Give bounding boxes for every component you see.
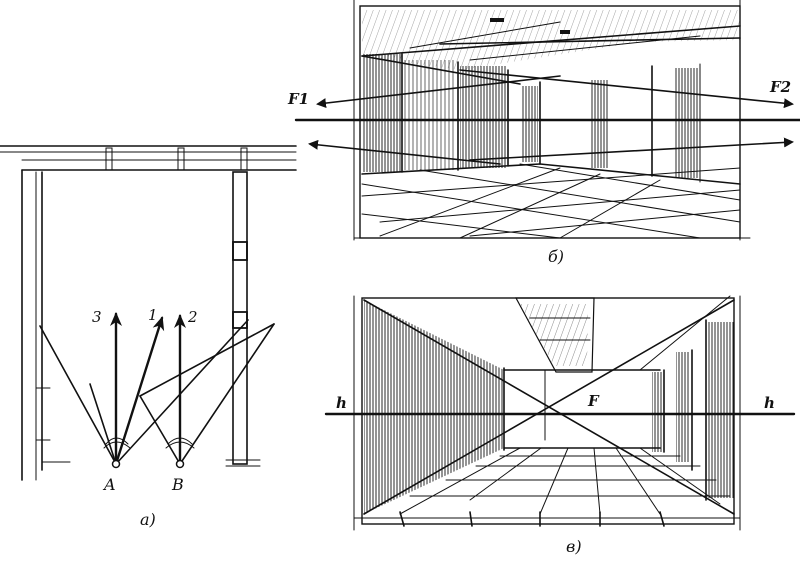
panel-b-perspective: F1 F2 б) bbox=[287, 0, 800, 266]
panel-a-plan: 3 1 2 A B а) bbox=[0, 145, 297, 529]
panel-c-perspective: h h F в) bbox=[324, 295, 796, 556]
arrow-label-2: 2 bbox=[187, 308, 198, 326]
arrow-label-1: 1 bbox=[148, 306, 158, 324]
point-label-b: B bbox=[171, 475, 184, 494]
vanishing-label-f2: F2 bbox=[769, 78, 791, 96]
vanishing-label-f: F bbox=[587, 392, 600, 410]
panel-c-caption: в) bbox=[566, 537, 582, 556]
panel-b-caption: б) bbox=[548, 247, 564, 266]
arrow-label-3: 3 bbox=[92, 308, 102, 326]
point-label-a: A bbox=[102, 475, 116, 494]
horizon-label-right: h bbox=[764, 394, 775, 412]
panel-a-caption: а) bbox=[140, 510, 156, 529]
horizon-label-left: h bbox=[336, 394, 347, 412]
vanishing-label-f1: F1 bbox=[287, 90, 309, 108]
